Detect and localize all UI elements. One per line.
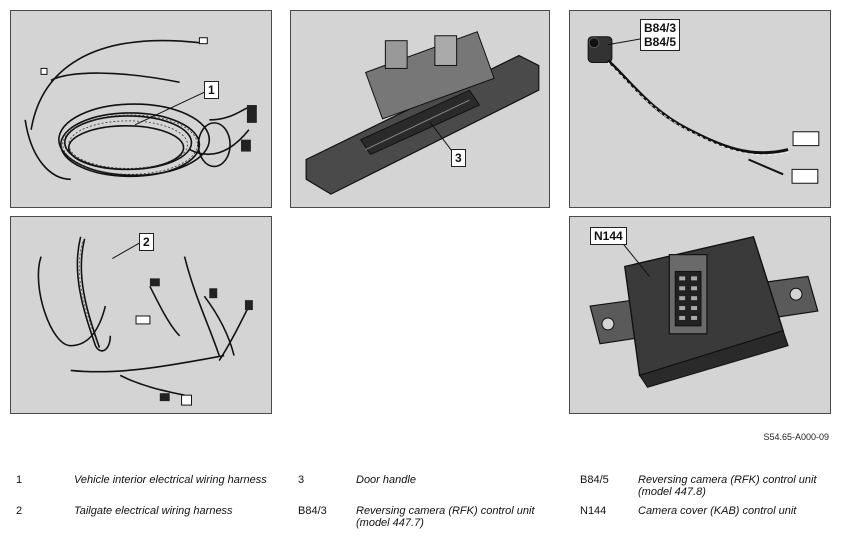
harness-interior-illustration [24, 37, 257, 181]
harness-interior-panel: 1 [10, 10, 272, 208]
legend-code-3: 3 [298, 474, 305, 486]
callout-3: 3 [451, 149, 466, 167]
reversing-camera-panel: B84/3 B84/5 [569, 10, 831, 208]
camera-cover-unit-panel: N144 [569, 216, 831, 414]
legend-code-b84-3: B84/3 [298, 505, 327, 517]
camera-cover-unit-illustration [589, 235, 819, 388]
door-handle-illustration [305, 31, 540, 195]
legend-text-b84-3: Reversing camera (RFK) control unit (mod… [356, 505, 535, 529]
callout-1: 1 [204, 81, 219, 99]
callout-2: 2 [139, 233, 154, 251]
callout-b84: B84/3 B84/5 [640, 19, 681, 51]
callout-n144: N144 [590, 227, 627, 245]
legend-text-2: Tailgate electrical wiring harness [74, 505, 233, 517]
legend-code-1: 1 [16, 474, 23, 486]
reversing-camera-illustration [587, 36, 820, 184]
legend-text-1: Vehicle interior electrical wiring harne… [74, 474, 267, 486]
harness-tailgate-illustration [37, 236, 253, 406]
image-reference: S54.65-A000-09 [763, 432, 829, 442]
legend-text-n144: Camera cover (KAB) control unit [638, 505, 797, 517]
legend-code-b84-5: B84/5 [580, 474, 609, 486]
legend-code-2: 2 [16, 505, 23, 517]
legend-code-n144: N144 [580, 505, 607, 517]
harness-tailgate-panel: 2 [10, 216, 272, 414]
legend-text-3: Door handle [356, 474, 416, 486]
door-handle-panel: 3 [290, 10, 550, 208]
legend-text-b84-5: Reversing camera (RFK) control unit (mod… [638, 474, 817, 498]
